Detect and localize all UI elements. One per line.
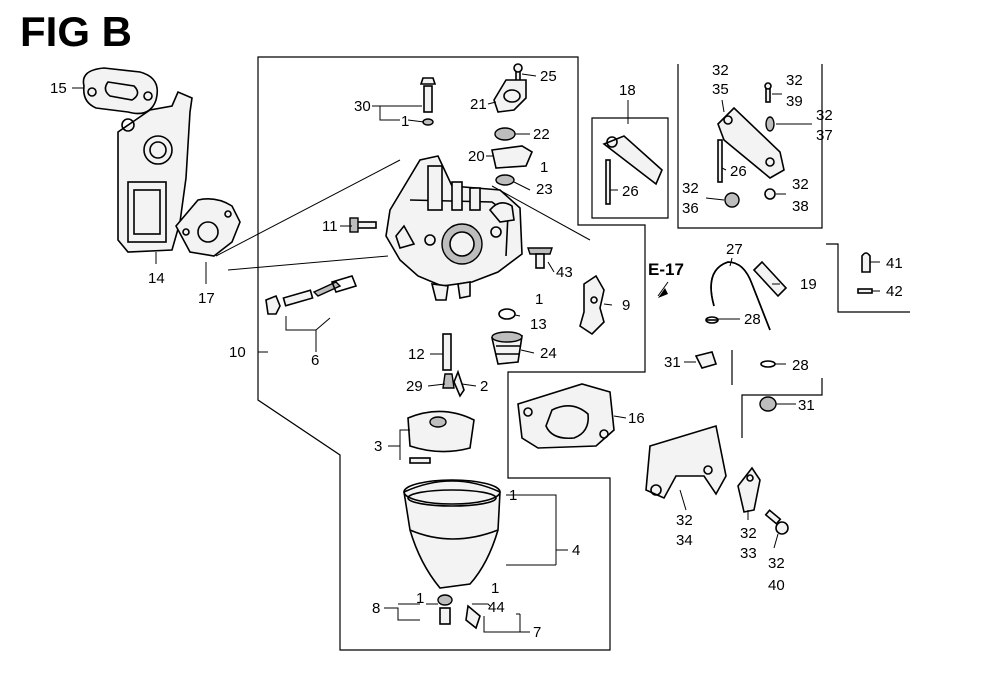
carburetor-assembly-frame [257,56,646,651]
callout-26-b: 26 [730,163,747,180]
callout-32-f: 32 [676,512,693,529]
part-11-screw [349,217,377,233]
part-6-pilot-screw-set [265,275,358,315]
callout-26-a: 26 [622,183,639,200]
figure-title: FIG B [20,8,132,55]
part-15-gasket [82,67,159,115]
callout-32-g: 32 [740,525,757,542]
callout-17: 17 [198,290,215,307]
callout-labels: 15 14 17 10 30 1 11 6 25 21 22 20 1 23 4… [50,62,903,641]
part-3-float [407,410,475,464]
connector-line [215,159,401,257]
callout-35: 35 [712,81,729,98]
callout-3: 3 [374,438,382,455]
callout-9: 9 [622,297,630,314]
callout-1-a: 1 [401,113,409,130]
callout-22: 22 [533,126,550,143]
part-12-29-2-needle [442,333,465,398]
parts-41-42 [857,252,873,294]
callout-1-f: 1 [491,580,499,597]
part-34-bracket [645,424,789,535]
callout-41: 41 [886,255,903,272]
callout-8: 8 [372,600,380,617]
callout-1-e: 1 [416,590,424,607]
callout-32-c: 32 [816,107,833,124]
callout-34: 34 [676,532,693,549]
part-35-lever-group [717,82,785,208]
callout-28-b: 28 [792,357,809,374]
callout-14: 14 [148,270,165,287]
callout-11: 11 [322,218,338,235]
callout-13: 13 [530,316,547,333]
callout-19: 19 [800,276,817,293]
callout-44: 44 [488,599,505,616]
callout-31-a: 31 [664,354,681,371]
part-31-nuts [694,351,777,412]
part-4-float-chamber [403,479,501,630]
callout-32-b: 32 [786,72,803,89]
callout-40: 40 [768,577,785,594]
callout-42: 42 [886,283,903,300]
callout-27: 27 [726,241,743,258]
callout-29: 29 [406,378,423,395]
callout-2: 2 [480,378,488,395]
callout-4: 4 [572,542,580,559]
connector-line [227,255,389,271]
part-18-lever [602,135,663,205]
callout-6: 6 [311,352,319,369]
callout-37: 37 [816,127,833,144]
callout-38: 38 [792,198,809,215]
part-13-oring-24-jet [491,308,523,365]
connector-line [491,185,591,241]
callout-1-d: 1 [509,487,517,504]
callout-32-h: 32 [768,555,785,572]
callout-12: 12 [408,346,425,363]
callout-31-b: 31 [798,397,815,414]
callout-32-e: 32 [792,176,809,193]
callout-32-d: 32 [682,180,699,197]
callout-1-c: 1 [535,291,543,308]
parts-21-20-22-23-25-stack [491,63,534,186]
callout-24: 24 [540,345,557,362]
part-9-lever [579,274,605,336]
parts-27-19-tubes [705,260,788,368]
callout-28-a: 28 [744,311,761,328]
part-30-screw [419,77,437,126]
reference-e17: E-17 [648,260,684,279]
callout-30: 30 [354,98,371,115]
callout-18: 18 [619,82,636,99]
callout-43: 43 [556,264,573,281]
callout-21: 21 [470,96,487,113]
callout-1-b: 1 [540,159,548,176]
callout-33: 33 [740,545,757,562]
carburetor-body [385,155,523,301]
group-frame-32-top [677,64,823,229]
callout-32-a: 32 [712,62,729,79]
callout-20: 20 [468,148,485,165]
callout-10: 10 [229,344,246,361]
callout-39: 39 [786,93,803,110]
group-frame-31 [731,350,823,438]
group-frame-41 [826,243,910,313]
callout-36: 36 [682,200,699,217]
part-16-gasket [517,383,615,449]
callout-25: 25 [540,68,557,85]
leader-lines [72,73,880,633]
callout-7: 7 [533,624,541,641]
part-14-insulator-bracket [117,90,193,253]
callout-23: 23 [536,181,553,198]
group-frame-18 [591,117,669,219]
part-43-screw [527,247,553,269]
callout-15: 15 [50,80,67,97]
part-17-gasket [175,198,241,257]
callout-16: 16 [628,410,645,427]
